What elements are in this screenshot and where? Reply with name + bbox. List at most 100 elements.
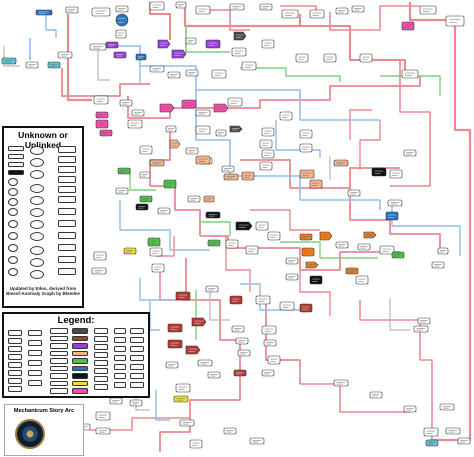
legend-color-swatch [72, 373, 88, 379]
story-node [403, 405, 417, 413]
story-arc-panel: Mechanicum Story Arc [4, 404, 84, 456]
story-node [379, 245, 395, 255]
connection-line [214, 76, 421, 109]
connection-line [149, 300, 160, 331]
legend-example-node [50, 388, 68, 394]
unlinked-round-node [30, 232, 44, 241]
story-node [351, 5, 365, 13]
legend-example-node [50, 365, 68, 371]
unlinked-round-node [30, 220, 44, 229]
connection-line [3, 46, 20, 67]
unlinked-story-node [58, 196, 76, 203]
story-node [259, 161, 273, 171]
story-node [233, 31, 247, 41]
story-node [363, 231, 377, 239]
story-node [445, 15, 465, 27]
connection-line [97, 46, 110, 81]
story-node [267, 231, 281, 241]
unlinked-round-node [8, 188, 18, 196]
story-node [221, 165, 235, 173]
unlinked-story-node [58, 220, 76, 227]
unlinked-story-node [8, 146, 24, 151]
story-node [309, 9, 325, 19]
unlinked-round-node [8, 268, 18, 276]
legend-example-node [50, 328, 68, 334]
story-node [259, 139, 273, 149]
connection-line [359, 120, 381, 170]
unlinked-round-node [8, 256, 18, 264]
story-node [187, 195, 201, 203]
story-node [115, 5, 129, 13]
story-node [261, 369, 275, 377]
story-node [207, 239, 221, 247]
story-node [213, 103, 229, 113]
story-node [249, 437, 265, 445]
legend-example-node [50, 380, 68, 386]
unlinked-round-node [8, 208, 18, 216]
unlinked-round-node [8, 178, 18, 186]
legend-example-node [94, 344, 108, 350]
story-node [279, 301, 295, 311]
connection-line [430, 40, 472, 442]
unknown-panel-title: Unknown or Unlinked [18, 130, 68, 150]
story-node [439, 403, 455, 411]
story-node [299, 169, 315, 179]
connection-line [349, 109, 372, 140]
story-node [263, 339, 277, 347]
story-node [437, 247, 449, 255]
story-node [157, 39, 171, 49]
story-node [261, 149, 275, 159]
story-node [173, 395, 189, 403]
story-node [295, 53, 309, 63]
story-node [309, 179, 323, 189]
story-node [401, 69, 419, 79]
story-node [371, 167, 387, 177]
story-node [57, 51, 73, 59]
legend-example-node [94, 328, 108, 334]
story-node [389, 169, 403, 179]
story-node [261, 325, 277, 335]
connection-line [209, 292, 230, 321]
legend-title: Legend: [57, 315, 95, 326]
connection-line [389, 298, 410, 331]
story-node [333, 379, 349, 387]
legend-example-node [50, 350, 68, 356]
story-node [93, 251, 107, 261]
story-node [235, 337, 249, 345]
story-node [151, 263, 165, 273]
story-node [445, 427, 461, 435]
connection-line [250, 209, 320, 231]
story-node [229, 125, 243, 133]
legend-example-node [50, 335, 68, 341]
unlinked-story-node [58, 232, 76, 239]
legend-example-node [130, 364, 144, 370]
story-node [139, 195, 153, 203]
story-node [237, 349, 251, 357]
legend-example-node [50, 358, 68, 364]
unlinked-story-node [58, 176, 76, 183]
story-node [301, 247, 315, 257]
story-node [95, 427, 111, 435]
story-node [359, 53, 373, 63]
story-node [165, 125, 177, 133]
story-node [323, 53, 337, 63]
legend-example-node [130, 373, 144, 379]
story-node [401, 21, 415, 31]
story-node [227, 97, 243, 107]
story-node [129, 399, 143, 407]
story-node [179, 419, 195, 427]
story-node [241, 171, 255, 181]
story-node [299, 143, 313, 153]
legend-example-node [28, 350, 42, 356]
story-node [425, 439, 439, 447]
story-node [25, 61, 39, 69]
story-node [205, 211, 221, 219]
unlinked-story-node [58, 256, 76, 263]
legend-color-swatch [72, 388, 88, 394]
legend-color-swatch [72, 380, 88, 386]
story-node [115, 29, 127, 39]
story-node [259, 3, 273, 11]
story-node [205, 39, 221, 49]
story-node [175, 1, 187, 9]
